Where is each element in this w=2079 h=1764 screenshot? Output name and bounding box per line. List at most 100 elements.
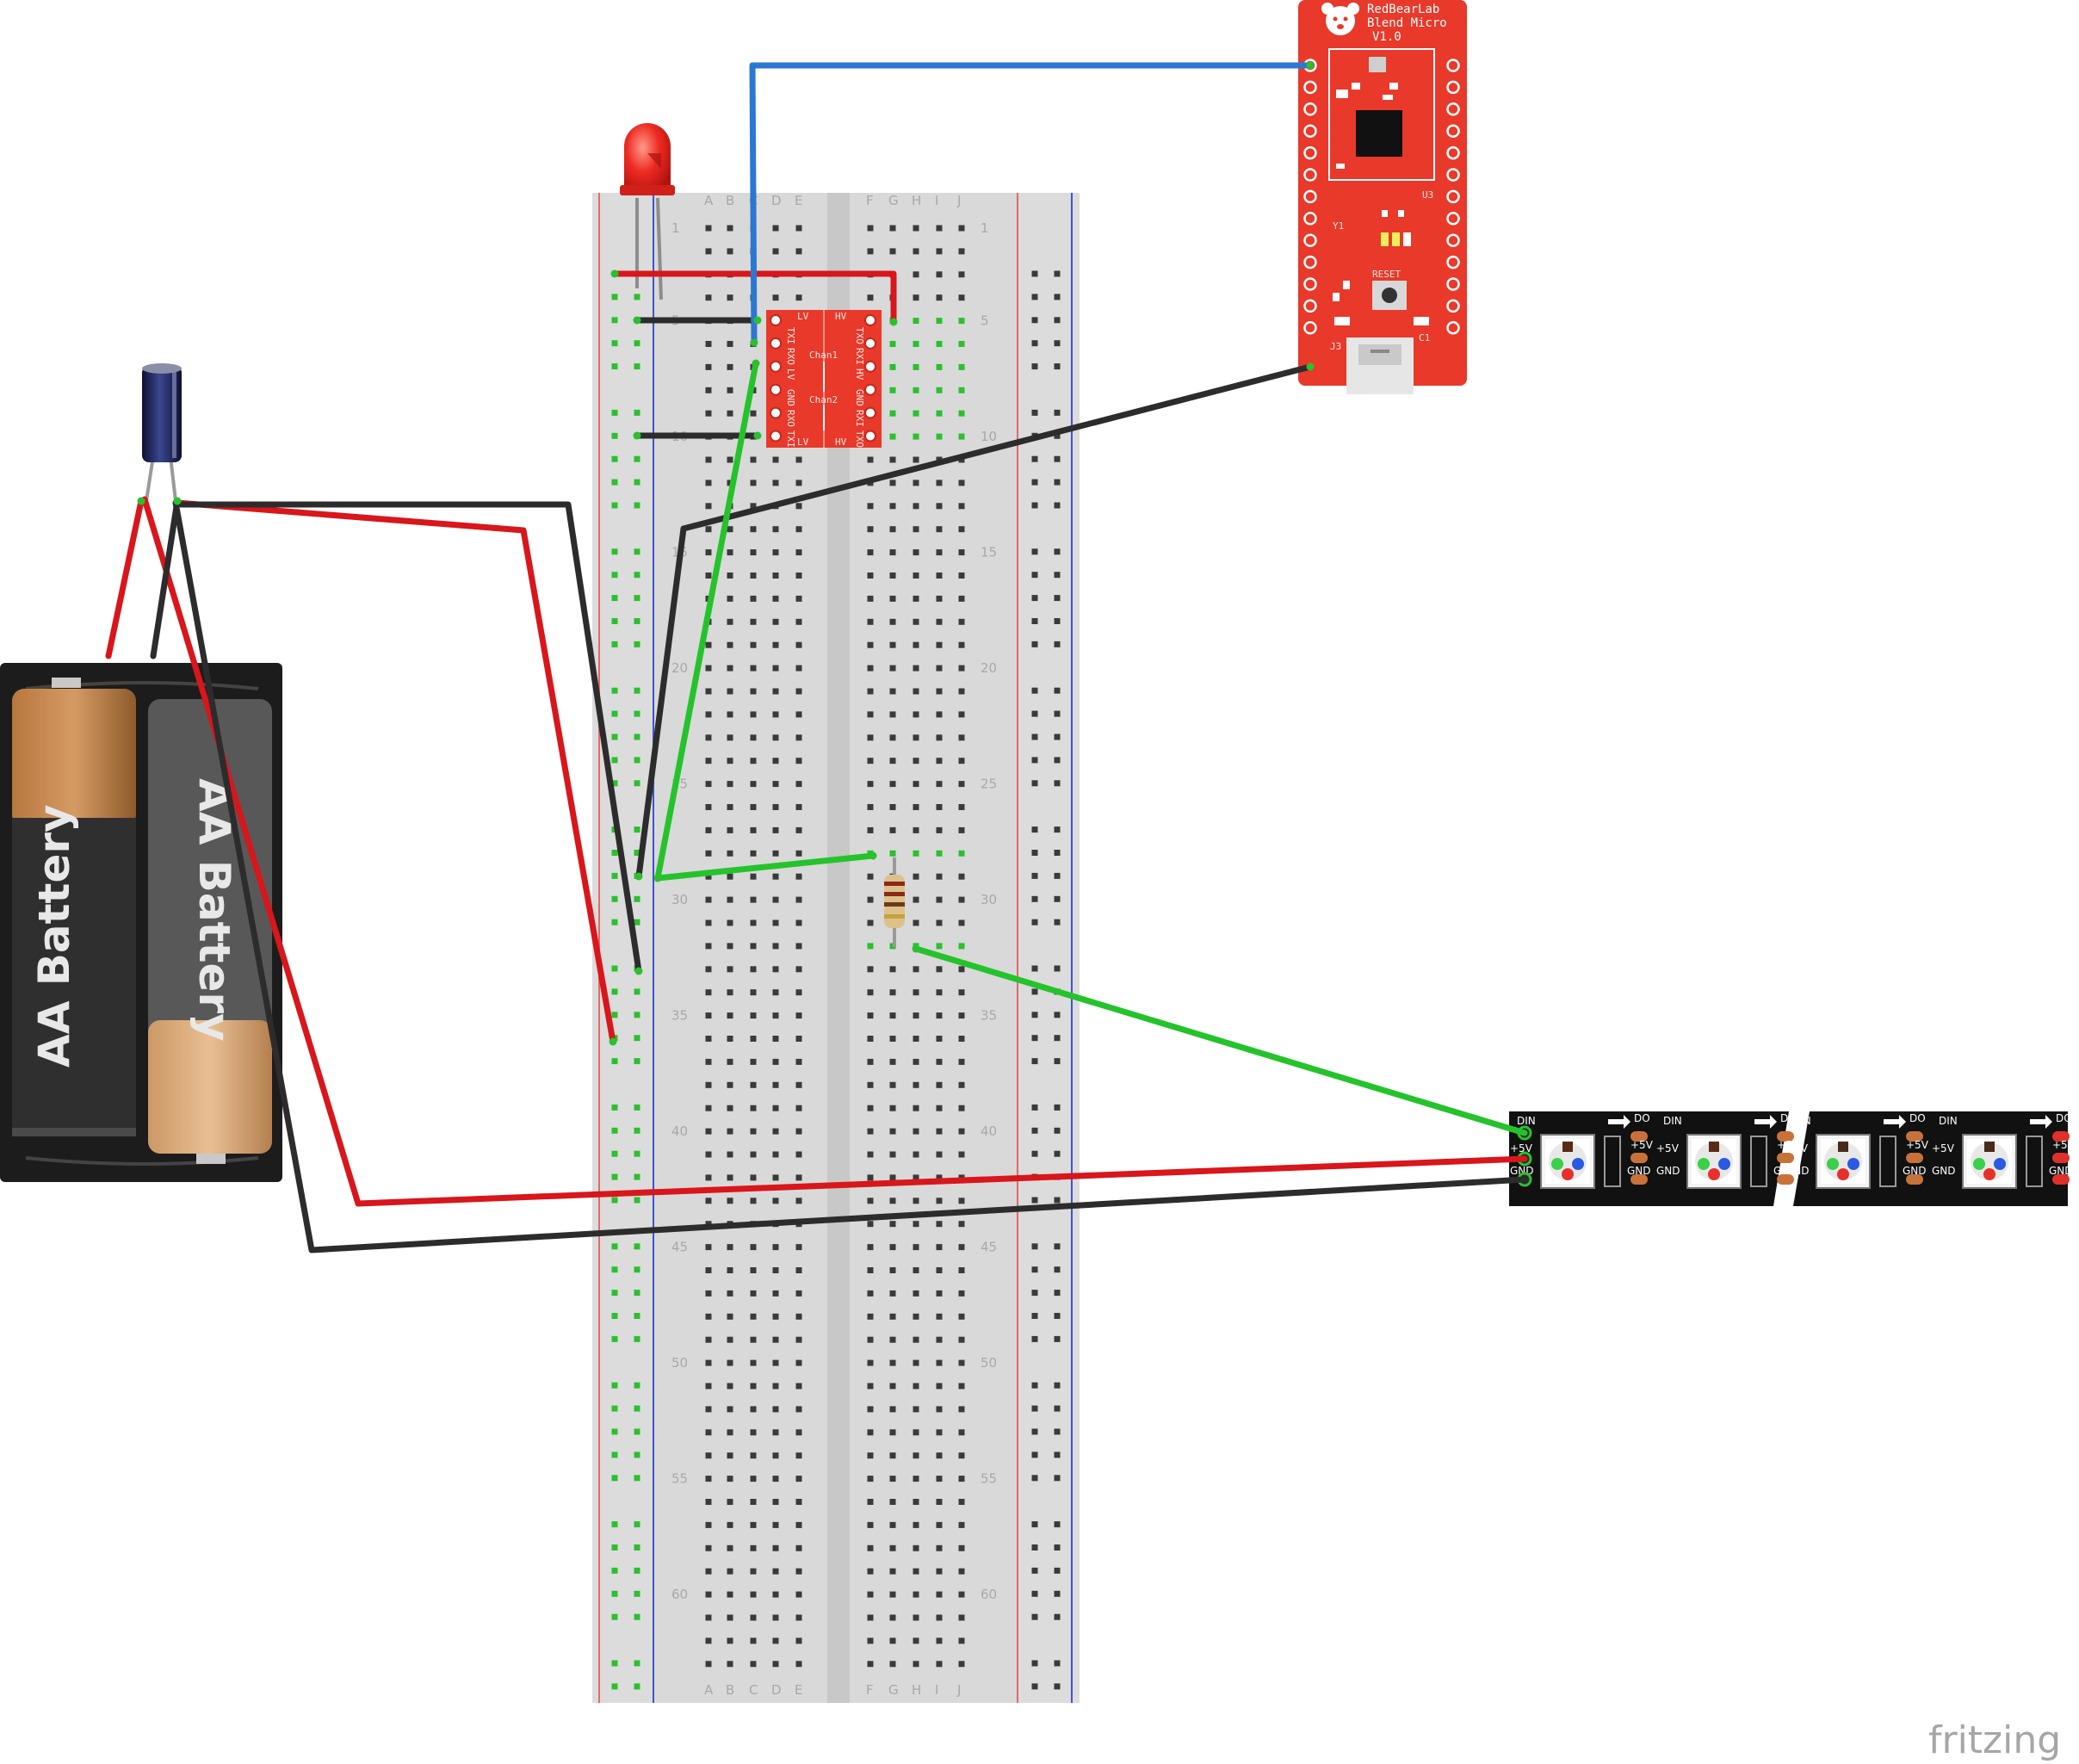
breadboard-hole xyxy=(772,456,779,463)
breadboard-hole xyxy=(750,1359,757,1366)
breadboard-hole xyxy=(958,573,965,579)
breadboard-hole xyxy=(889,1591,896,1598)
rail-hole xyxy=(611,1313,618,1319)
breadboard-hole xyxy=(936,271,943,278)
breadboard-hole xyxy=(958,433,965,440)
breadboard-hole xyxy=(958,248,965,255)
breadboard-hole xyxy=(889,758,896,764)
wire-red-capacitor-to-breadboard xyxy=(174,499,616,1045)
breadboard-hole xyxy=(936,1105,943,1111)
rail-hole xyxy=(611,1150,618,1157)
rail-hole xyxy=(611,595,618,602)
breadboard-hole xyxy=(913,318,919,325)
breadboard-hole xyxy=(750,1637,757,1644)
breadboard-hole xyxy=(913,387,919,393)
breadboard-hole xyxy=(936,549,943,556)
rail-hole xyxy=(611,479,618,486)
rail-hole xyxy=(611,733,618,740)
row-number: 60 xyxy=(981,1587,997,1602)
rail-hole xyxy=(1031,826,1038,833)
breadboard-hole xyxy=(913,1151,919,1158)
breadboard-hole xyxy=(795,1336,802,1343)
breadboard-hole xyxy=(913,1406,919,1413)
breadboard-hole xyxy=(958,1499,965,1505)
wire-end-connector xyxy=(653,874,662,882)
breadboard-hole xyxy=(936,1151,943,1158)
rail-hole xyxy=(634,618,640,624)
breadboard-hole xyxy=(705,1476,712,1482)
rail-hole xyxy=(1031,895,1038,902)
breadboard-hole xyxy=(750,1313,757,1320)
breadboard-hole xyxy=(772,618,779,625)
breadboard-hole xyxy=(727,641,733,648)
breadboard-hole xyxy=(727,1591,733,1598)
rail-hole xyxy=(611,1173,618,1180)
breadboard-hole xyxy=(936,480,943,486)
breadboard-hole xyxy=(958,294,965,301)
rail-hole xyxy=(634,641,640,647)
wire-end-connector xyxy=(752,359,760,368)
rail-hole xyxy=(1054,1035,1061,1042)
breadboard-hole xyxy=(727,1499,733,1505)
rail-hole xyxy=(634,850,640,856)
rail-hole xyxy=(1031,1243,1038,1250)
breadboard-hole xyxy=(750,1290,757,1297)
breadboard-hole xyxy=(705,641,712,648)
rail-hole xyxy=(1054,317,1061,324)
breadboard-hole xyxy=(727,781,733,788)
breadboard-hole xyxy=(889,1452,896,1459)
breadboard-hole xyxy=(705,804,712,810)
rail-hole xyxy=(611,409,618,416)
breadboard-hole xyxy=(913,1591,919,1598)
rail-hole xyxy=(1054,479,1061,486)
breadboard-hole xyxy=(958,758,965,764)
breadboard-hole xyxy=(958,480,965,486)
rail-hole xyxy=(611,1451,618,1458)
rail-hole xyxy=(1054,1127,1061,1134)
breadboard-hole xyxy=(705,526,712,533)
rail-hole xyxy=(634,757,640,764)
breadboard-hole xyxy=(936,503,943,510)
breadboard-hole xyxy=(936,1128,943,1135)
mcu-pin xyxy=(1446,59,1460,72)
breadboard-hole xyxy=(727,573,733,579)
mcu-pin xyxy=(1303,277,1317,291)
breadboard-hole xyxy=(750,943,757,950)
rail-hole xyxy=(1054,710,1061,717)
breadboard-hole xyxy=(889,734,896,741)
breadboard-hole xyxy=(958,1036,965,1042)
breadboard-hole xyxy=(772,1012,779,1019)
strip-din-label: DIN xyxy=(1939,1115,1958,1127)
breadboard-hole xyxy=(705,1058,712,1065)
breadboard-hole xyxy=(936,1661,943,1668)
breadboard-hole xyxy=(795,1012,802,1019)
breadboard-hole xyxy=(889,989,896,996)
breadboard-hole xyxy=(727,919,733,926)
ls-pin-label: LV xyxy=(785,368,796,381)
breadboard-hole xyxy=(913,1637,919,1644)
breadboard-hole xyxy=(727,1081,733,1088)
breadboard-hole xyxy=(750,618,757,625)
breadboard-hole xyxy=(795,1544,802,1551)
rail-hole xyxy=(1054,1335,1061,1342)
breadboard-hole xyxy=(867,618,874,625)
breadboard-hole xyxy=(795,480,802,486)
breadboard-hole xyxy=(750,1198,757,1204)
breadboard-hole xyxy=(958,919,965,926)
rail-hole xyxy=(634,1613,640,1620)
breadboard-hole xyxy=(936,688,943,695)
breadboard-hole xyxy=(750,1661,757,1668)
breadboard-hole xyxy=(705,826,712,833)
breadboard-hole xyxy=(958,1521,965,1528)
rail-hole xyxy=(1031,710,1038,717)
breadboard-hole xyxy=(795,1661,802,1668)
breadboard-hole xyxy=(889,1012,896,1019)
rail-hole xyxy=(1031,1197,1038,1204)
breadboard-hole xyxy=(795,1036,802,1042)
breadboard-hole xyxy=(889,225,896,232)
breadboard-hole xyxy=(750,758,757,764)
rail-hole xyxy=(1054,1567,1061,1574)
breadboard-hole xyxy=(913,294,919,301)
